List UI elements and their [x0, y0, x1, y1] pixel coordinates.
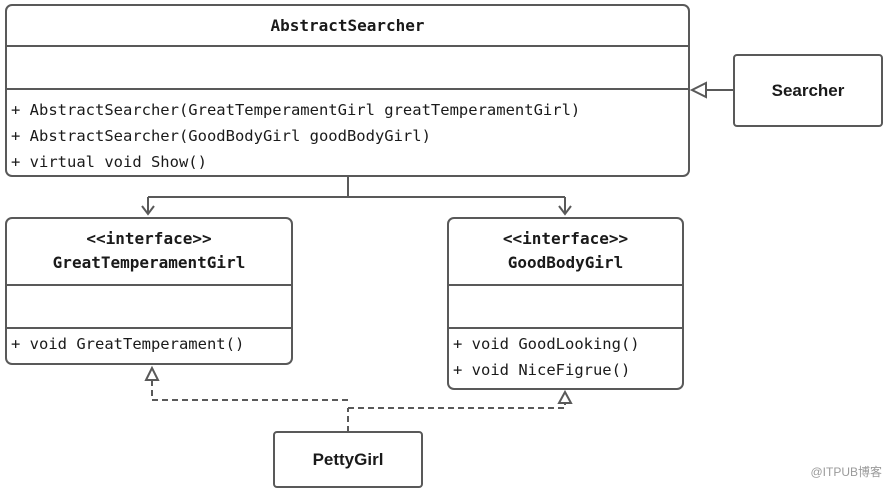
method-good-looking: + void GoodLooking()	[453, 335, 640, 353]
good-body-girl-header: <<interface>> GoodBodyGirl	[449, 219, 682, 284]
good-body-girl-interface[interactable]: <<interface>> GoodBodyGirl + void GoodLo…	[447, 217, 684, 390]
great-temperament-girl-interface[interactable]: <<interface>> GreatTemperamentGirl + voi…	[5, 217, 293, 365]
searcher-name: Searcher	[771, 80, 845, 100]
method-show: + virtual void Show()	[11, 153, 207, 171]
petty-girl-name: PettyGirl	[312, 449, 384, 469]
method-constructor-great-temperament: + AbstractSearcher(GreatTemperamentGirl …	[11, 101, 581, 119]
good-body-girl-stereotype: <<interface>>	[502, 229, 629, 248]
great-temperament-girl-header: <<interface>> GreatTemperamentGirl	[7, 219, 291, 284]
good-body-girl-attributes	[449, 284, 682, 327]
method-constructor-good-body: + AbstractSearcher(GoodBodyGirl goodBody…	[11, 127, 431, 145]
watermark: @ITPUB博客	[810, 465, 882, 479]
abstract-searcher-methods: + AbstractSearcher(GreatTemperamentGirl …	[7, 88, 688, 175]
great-temperament-girl-attributes	[7, 284, 291, 327]
association-abstract-to-interfaces	[141, 177, 572, 216]
abstract-searcher-name: AbstractSearcher	[270, 16, 425, 35]
method-great-temperament: + void GreatTemperament()	[11, 335, 245, 353]
great-temperament-girl-stereotype: <<interface>>	[86, 229, 212, 248]
great-temperament-girl-methods: + void GreatTemperament()	[7, 327, 291, 357]
petty-girl-class[interactable]: PettyGirl	[273, 431, 423, 488]
generalization-searcher-to-abstract	[689, 81, 733, 99]
good-body-girl-name: GoodBodyGirl	[507, 253, 624, 272]
great-temperament-girl-name: GreatTemperamentGirl	[52, 253, 246, 272]
abstract-searcher-attributes	[7, 45, 688, 88]
abstract-searcher-class[interactable]: AbstractSearcher + AbstractSearcher(Grea…	[5, 4, 690, 177]
searcher-class[interactable]: Searcher	[733, 54, 883, 127]
method-nice-figrue: + void NiceFigrue()	[453, 361, 631, 379]
realization-petty-to-interfaces	[144, 365, 573, 432]
good-body-girl-methods: + void GoodLooking() + void NiceFigrue()	[449, 327, 682, 383]
